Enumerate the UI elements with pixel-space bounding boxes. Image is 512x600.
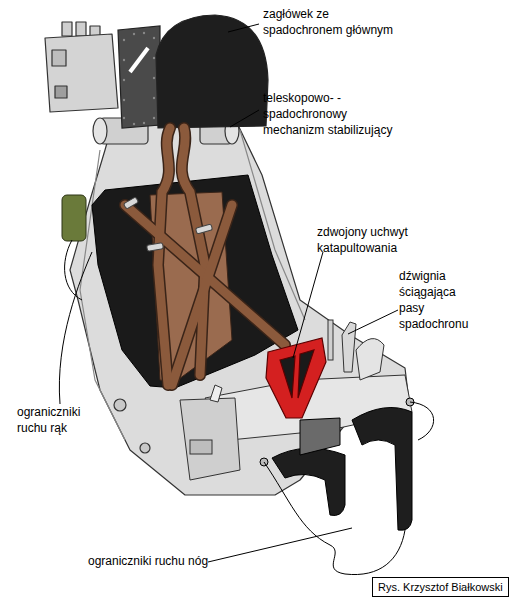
arm-restraint-cable	[65, 240, 82, 300]
arm-restraint-pouch	[62, 195, 86, 241]
part-label: dźwignia ściągająca pasy spadochronu	[399, 268, 475, 332]
lever-paddle	[356, 339, 384, 380]
headrest-handle	[130, 48, 148, 72]
part-label: zdwojony uchwyt katapultowania	[317, 224, 417, 256]
cylinder-cap	[76, 22, 86, 36]
part-label: teleskopowo- -spadochronowy mechanizm st…	[263, 90, 405, 138]
handle-slot	[280, 356, 295, 398]
ejection-handle	[266, 338, 326, 418]
leg-guard	[300, 418, 340, 455]
handle-body	[266, 338, 326, 418]
part-label: zagłówek ze spadochronem głównym	[263, 6, 413, 38]
leader-line	[59, 24, 398, 562]
leg-restraint-pad	[352, 408, 412, 531]
part-label: ograniczniki ruchu nóg	[88, 553, 208, 569]
strap	[125, 128, 285, 385]
part-label: ograniczniki ruchu rąk	[17, 404, 89, 436]
seat-side	[180, 398, 240, 480]
credit-line: Rys. Krzysztof Białkowski	[372, 577, 509, 597]
leg-restraints	[260, 398, 414, 530]
side-panel	[190, 440, 212, 454]
frame-bolt	[114, 399, 126, 411]
headrest-plate	[118, 26, 160, 128]
harness-release-lever	[328, 320, 384, 380]
cylinder-end	[93, 118, 107, 144]
equipment-box	[45, 34, 118, 112]
box-panel	[52, 50, 66, 66]
buckle	[123, 197, 212, 251]
lever-stick	[342, 322, 356, 372]
headrest	[118, 15, 268, 128]
cylinder-cap	[62, 22, 72, 36]
strap-outline	[125, 128, 285, 385]
leg-restraint-pad	[272, 448, 345, 515]
box-panel	[55, 86, 67, 98]
rivets	[123, 32, 155, 125]
frame-bolt	[140, 443, 150, 453]
headrest-dome	[156, 15, 268, 128]
lever-stick	[328, 320, 333, 360]
leg-restraint-cable	[264, 402, 434, 575]
side-lever	[210, 385, 222, 402]
harness	[123, 128, 285, 385]
handle-slot	[298, 350, 314, 398]
